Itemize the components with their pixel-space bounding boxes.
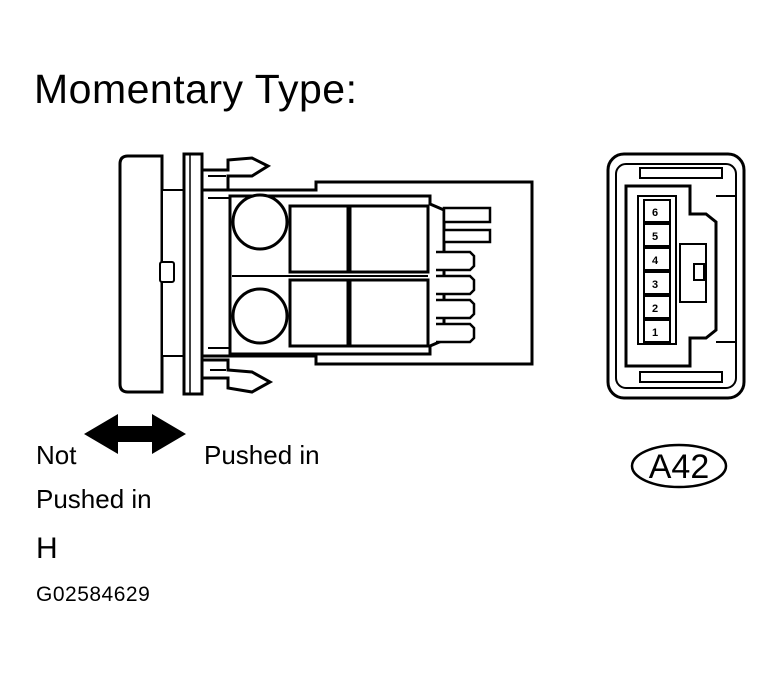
pin-5-label: 5	[652, 231, 658, 243]
push-direction-arrow-icon	[84, 414, 186, 454]
diagram-title: Momentary Type:	[34, 66, 358, 112]
pin-1-label: 1	[652, 327, 658, 339]
pushed-in-label: Pushed in	[204, 440, 320, 470]
connector-pin-numbers: 6 5 4 3 2 1	[652, 207, 659, 339]
connector-tag-oval	[630, 443, 728, 489]
connector-a42-face	[606, 152, 746, 400]
switch-internal-contacts	[228, 193, 446, 356]
figure-code: G02584629	[36, 583, 151, 606]
connector-tag: A42	[630, 443, 728, 489]
switch-terminals	[436, 206, 492, 344]
pin-6-label: 6	[652, 207, 658, 219]
switch-knob	[118, 154, 185, 394]
connector-tag-label: A42	[648, 448, 710, 486]
connector-pin-cells	[643, 199, 671, 343]
not-label: Not	[36, 440, 77, 470]
switch-flange	[182, 152, 204, 396]
state-label: H	[36, 532, 58, 565]
upper-latch-clip	[200, 156, 272, 192]
lower-latch-clip	[200, 358, 274, 394]
pin-4-label: 4	[652, 255, 659, 267]
pin-2-label: 2	[652, 303, 658, 315]
pin-3-label: 3	[652, 279, 658, 291]
not-pushed-in-label: Pushed in	[36, 484, 152, 514]
